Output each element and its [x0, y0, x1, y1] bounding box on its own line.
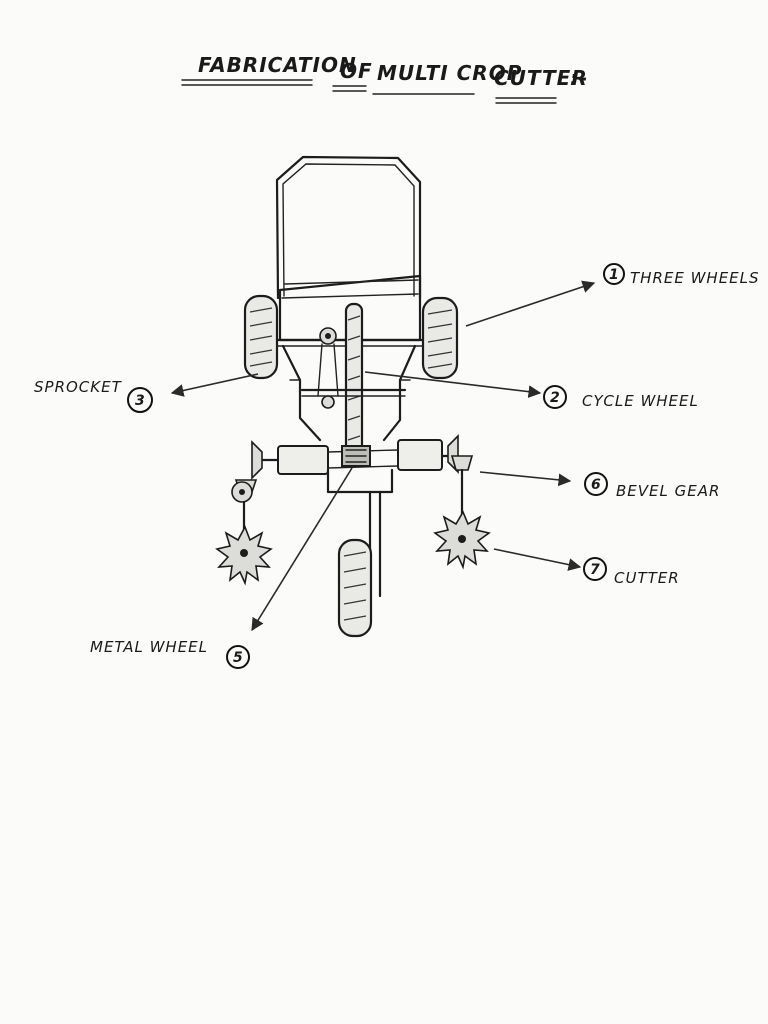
- arrow-bevel-gear: [479, 471, 572, 487]
- callout-label: CUTTER: [614, 569, 680, 587]
- callout-label: THREE WHEELS: [630, 269, 760, 287]
- right-bevel-gear: [447, 434, 474, 474]
- title-word-fabrication: FABRICATION: [198, 53, 357, 77]
- rear-right-wheel: [421, 296, 459, 380]
- metal-wheel: [341, 445, 371, 467]
- arrow-cycle-wheel: [364, 371, 542, 398]
- chain: [317, 343, 339, 397]
- callout-sprocket: SPROCKET 3: [34, 378, 153, 413]
- callout-number: 2: [550, 390, 561, 406]
- callout-number: 6: [591, 477, 602, 493]
- callout-label: BEVEL GEAR: [616, 482, 720, 500]
- title-word-of: OF: [340, 59, 373, 83]
- callout-bevel-gear: 6 BEVEL GEAR: [584, 472, 720, 500]
- multicrop-cutter-drawing: [215, 155, 491, 638]
- transmission-shaft: [260, 439, 460, 475]
- rear-left-wheel: [243, 294, 279, 380]
- title-word-cutter: CUTTER: [494, 66, 588, 90]
- front-wheel: [337, 538, 373, 638]
- sprocket: [317, 327, 339, 409]
- callout-three-wheels: 1 THREE WHEELS: [603, 263, 760, 287]
- page-title: FABRICATION OF MULTI CROP CUTTER :-: [181, 53, 588, 104]
- left-small-gear: [231, 481, 253, 503]
- callout-arrows: [170, 280, 596, 632]
- callout-cutter: 7 CUTTER: [583, 557, 680, 587]
- arrow-metal-wheel: [251, 467, 353, 632]
- handle-frame-outer: [275, 155, 422, 300]
- callout-number: 5: [233, 650, 244, 666]
- right-cutter-blade: [433, 510, 491, 570]
- title-suffix: :-: [570, 66, 588, 90]
- callout-label: METAL WHEEL: [90, 638, 208, 656]
- arrow-sprocket: [170, 373, 259, 397]
- callout-number: 3: [135, 393, 146, 409]
- callout-cycle-wheel: 2 CYCLE WHEEL: [543, 385, 699, 410]
- callout-number: 7: [590, 562, 601, 578]
- arrow-three-wheels: [465, 280, 596, 327]
- arrow-cutter: [493, 548, 582, 571]
- callout-metal-wheel: METAL WHEEL 5: [90, 638, 250, 669]
- handle-frame-inner: [282, 163, 415, 297]
- callout-label: SPROCKET: [34, 378, 123, 396]
- left-cutter-blade: [215, 525, 273, 586]
- callout-label: CYCLE WHEEL: [582, 392, 699, 410]
- title-word-multicrop: MULTI CROP: [377, 61, 522, 85]
- cycle-wheel: [344, 302, 364, 464]
- callout-number: 1: [609, 267, 620, 283]
